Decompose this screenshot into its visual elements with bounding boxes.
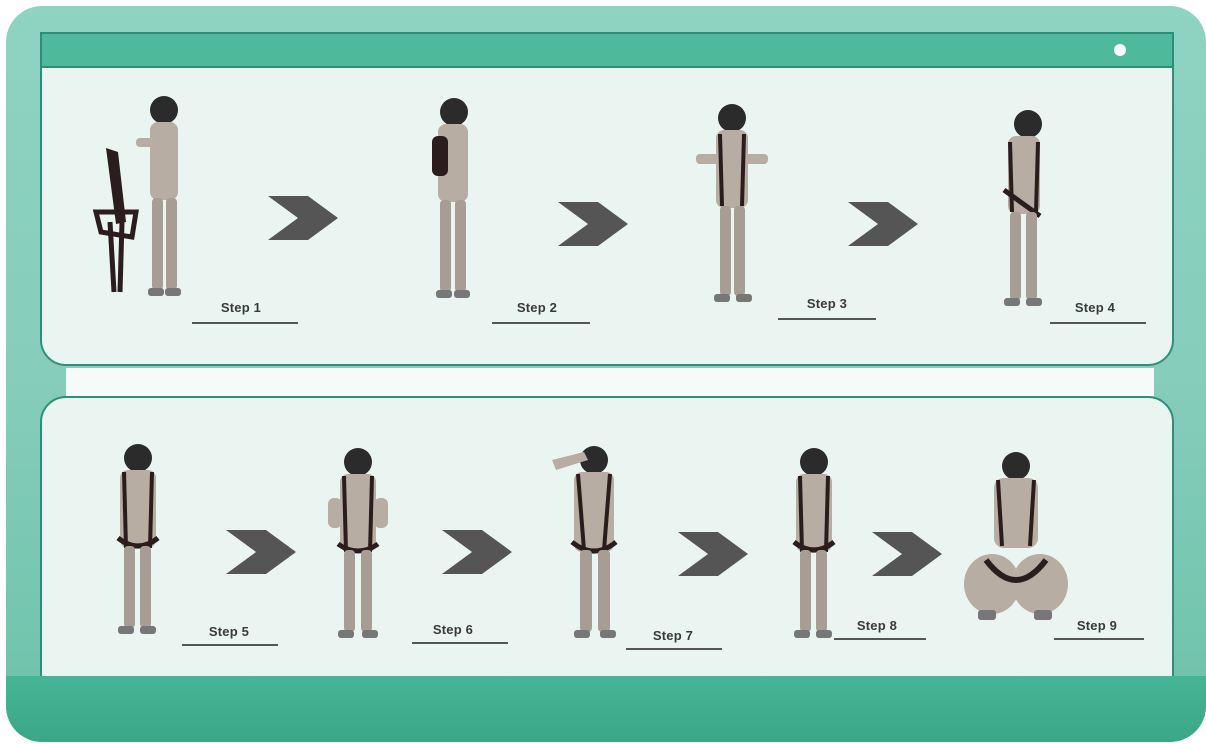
step-4: Step 4 [982,108,1152,328]
chevron-right-icon [226,530,296,574]
bottom-bar [6,676,1206,742]
step-label: Step 4 [1060,300,1130,315]
camera-dot [1114,44,1126,56]
step-underline [412,642,508,644]
person-harness-icon [682,102,782,312]
person-harness-icon [314,446,404,642]
step-underline [626,648,722,650]
step-label: Step 7 [638,628,708,643]
step-label: Step 8 [842,618,912,633]
person-harness-icon [982,108,1062,318]
person-harness-icon [96,92,216,312]
chevron-right-icon [442,530,512,574]
step-label: Step 3 [792,296,862,311]
step-9: Step 9 [956,450,1146,650]
person-harness-icon [402,96,502,306]
tablet-frame: Step 1 Step 2 Step 3 [6,6,1206,742]
person-harness-icon [956,450,1066,630]
chevron-right-icon [678,532,748,576]
chevron-right-icon [872,532,942,576]
step-label: Step 2 [502,300,572,315]
step-1: Step 1 [96,92,286,332]
step-underline [492,322,590,324]
chevron-right-icon [268,196,338,240]
step-underline [834,638,926,640]
step-underline [192,322,298,324]
chevron-right-icon [848,202,918,246]
step-underline [1050,322,1146,324]
panel-divider [66,368,1154,396]
step-label: Step 9 [1062,618,1132,633]
step-label: Step 5 [194,624,264,639]
step-underline [1054,638,1144,640]
chevron-right-icon [558,202,628,246]
step-underline [182,644,278,646]
person-harness-icon [776,446,856,642]
step-label: Step 1 [206,300,276,315]
step-label: Step 6 [418,622,488,637]
step-underline [778,318,876,320]
person-harness-icon [100,442,180,638]
person-harness-icon [542,444,642,640]
